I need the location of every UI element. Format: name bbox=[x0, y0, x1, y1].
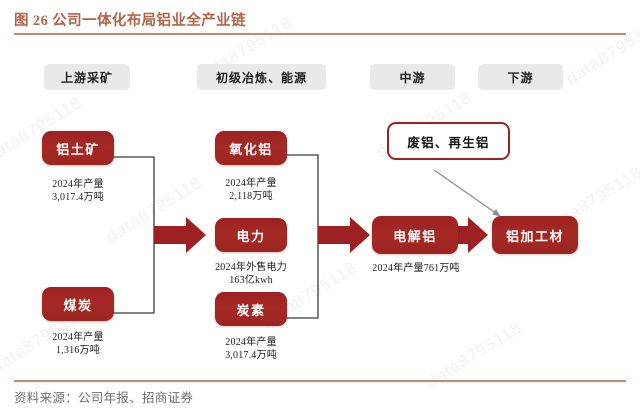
node-aluminum-processed[interactable]: 铝加工材 bbox=[492, 216, 578, 254]
node-label: 煤炭 bbox=[63, 297, 93, 313]
caption-line-1: 2024年产量 bbox=[52, 332, 104, 343]
node-caption-electrolytic-aluminum: 2024年产量761万吨 bbox=[360, 262, 472, 275]
caption-line-2: 2,118万吨 bbox=[229, 191, 273, 202]
arrow-electrolytic-to-processed bbox=[458, 217, 488, 253]
caption-line-2: 3,017.4万吨 bbox=[225, 350, 277, 361]
node-caption-electricity: 2024年外售电力 163亿kwh bbox=[189, 261, 313, 287]
arrow-upstream-to-smelting bbox=[154, 217, 206, 253]
caption-line-1: 2024年产量 bbox=[52, 179, 104, 190]
caption-line-1: 2024年外售电力 bbox=[215, 262, 287, 273]
node-label: 废铝、再生铝 bbox=[407, 135, 490, 150]
stage-label: 初级冶炼、能源 bbox=[215, 70, 307, 85]
footer-divider bbox=[14, 380, 626, 382]
node-caption-coal: 2024年产量 1,316万吨 bbox=[22, 331, 134, 357]
arrow-smelting-to-electrolytic bbox=[318, 217, 370, 253]
node-label: 炭素 bbox=[236, 302, 266, 318]
header-divider bbox=[14, 33, 626, 35]
stage-label: 上游采矿 bbox=[60, 70, 113, 85]
stage-chip-upstream-mining: 上游采矿 bbox=[44, 64, 130, 90]
stage-chip-primary-smelting-energy: 初级冶炼、能源 bbox=[197, 64, 326, 90]
node-electricity[interactable]: 电力 bbox=[215, 218, 287, 252]
caption-line-2: 3,017.4万吨 bbox=[52, 192, 104, 203]
page-title: 图 26 公司一体化布局铝业全产业链 bbox=[14, 13, 246, 29]
node-label: 氧化铝 bbox=[229, 141, 273, 157]
node-carbon[interactable]: 炭素 bbox=[215, 292, 287, 326]
node-bauxite[interactable]: 铝土矿 bbox=[42, 131, 114, 165]
caption-line-1: 2024年产量761万吨 bbox=[372, 263, 460, 274]
caption-line-1: 2024年产量 bbox=[225, 337, 277, 348]
node-label: 电解铝 bbox=[393, 228, 437, 244]
stage-label: 下游 bbox=[507, 70, 534, 85]
stage-chip-midstream: 中游 bbox=[370, 64, 455, 90]
source-note: 资料来源：公司年报、招商证券 bbox=[14, 391, 194, 405]
node-coal[interactable]: 煤炭 bbox=[42, 287, 114, 321]
node-label: 铝加工材 bbox=[505, 228, 564, 244]
node-caption-alumina: 2024年产量 2,118万吨 bbox=[195, 177, 307, 203]
node-alumina[interactable]: 氧化铝 bbox=[215, 131, 287, 165]
node-label: 电力 bbox=[236, 228, 266, 244]
node-caption-bauxite: 2024年产量 3,017.4万吨 bbox=[22, 178, 134, 204]
caption-line-2: 163亿kwh bbox=[229, 275, 273, 286]
arrow-scrap-to-processed bbox=[433, 169, 501, 217]
node-scrap-recycled-aluminum[interactable]: 废铝、再生铝 bbox=[387, 122, 510, 160]
figure-header: 图 26 公司一体化布局铝业全产业链 bbox=[14, 9, 626, 35]
stage-label: 中游 bbox=[399, 70, 426, 85]
caption-line-2: 1,316万吨 bbox=[56, 345, 100, 356]
node-electrolytic-aluminum[interactable]: 电解铝 bbox=[372, 216, 458, 254]
caption-line-1: 2024年产量 bbox=[225, 178, 277, 189]
stage-chip-downstream: 下游 bbox=[478, 64, 563, 90]
node-caption-carbon: 2024年产量 3,017.4万吨 bbox=[195, 336, 307, 362]
node-label: 铝土矿 bbox=[56, 141, 100, 157]
